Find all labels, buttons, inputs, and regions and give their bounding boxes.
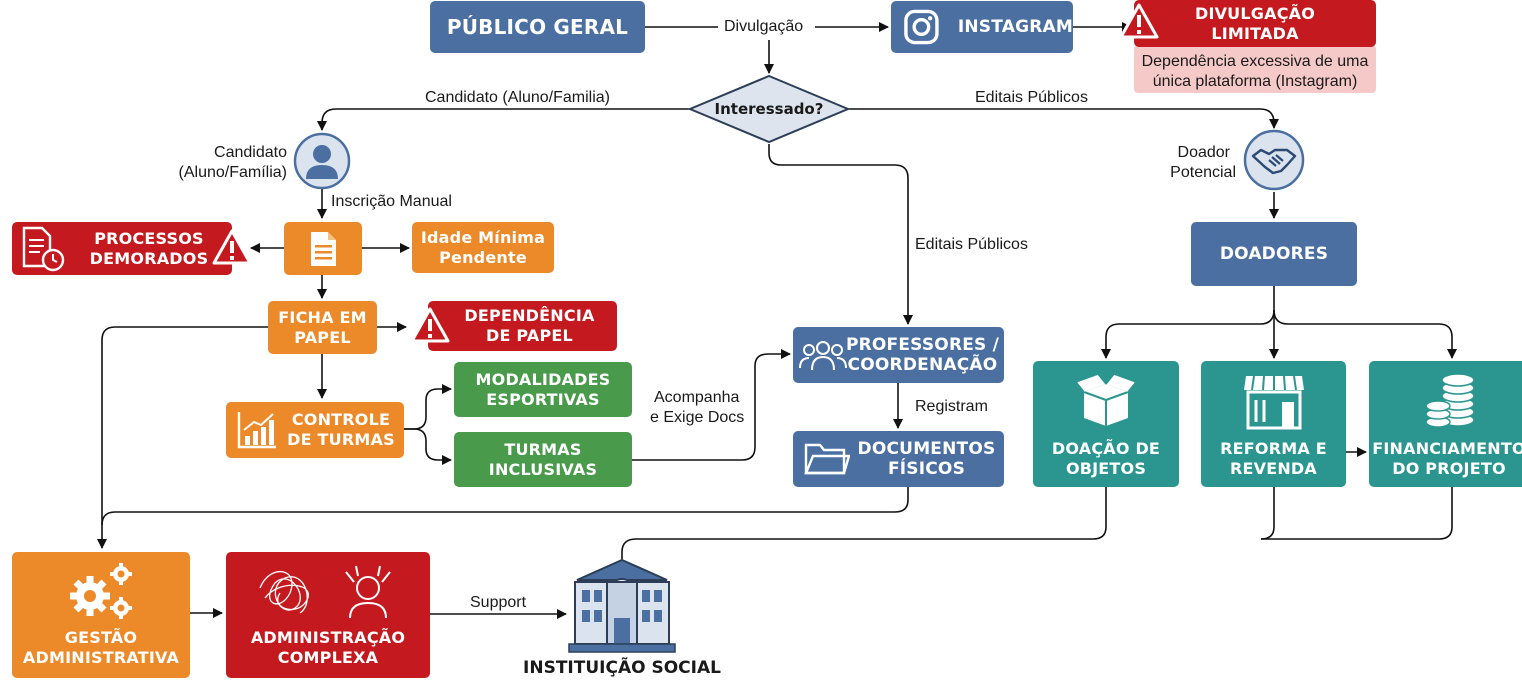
edge-label-candidato: Candidato (Aluno/Familia) <box>425 89 610 106</box>
edge-reforma-bottom <box>1260 487 1275 540</box>
gestao-line1: GESTÃO <box>64 628 138 647</box>
edge-ficha-gestao <box>97 326 268 549</box>
divulgacao-limitada-note <box>1134 45 1376 93</box>
edge-label-inscricao: Inscrição Manual <box>331 193 452 210</box>
ficha-em-papel-node[interactable]: FICHA EM PAPEL <box>268 301 377 354</box>
modalidades-line1: MODALIDADES <box>475 369 611 389</box>
interessado-diamond <box>687 74 851 144</box>
instagram-node[interactable]: INSTAGRAM <box>891 1 1073 53</box>
idade-minima-node[interactable]: Idade Mínima Pendente <box>412 222 554 273</box>
documentos-line1: DOCUMENTOS <box>857 439 996 459</box>
idade-minima-line1: Idade Mínima <box>420 227 546 247</box>
doador-label-2: Potencial <box>1170 164 1236 181</box>
gears-icon <box>70 563 132 619</box>
warning-icon <box>212 229 252 265</box>
edge-financiamento-bottom <box>1261 487 1453 540</box>
edge-interessado-doador <box>846 108 1279 129</box>
administracao-complexa-node[interactable]: ADMINISTRAÇÃO COMPLEXA <box>226 552 430 678</box>
document-icon <box>311 231 336 266</box>
reforma-line1: REFORMA E <box>1220 439 1327 458</box>
edge-label-editais-top: Editais Públicos <box>975 89 1088 106</box>
edge-doadores-doacao <box>1101 286 1275 359</box>
administracao-line1: ADMINISTRAÇÃO <box>250 628 406 647</box>
edge-label-support: Support <box>470 594 527 611</box>
administracao-line2: COMPLEXA <box>277 648 379 667</box>
box-icon <box>1074 373 1138 426</box>
ficha-line2: PAPEL <box>294 327 351 347</box>
inscricao-document-node[interactable] <box>284 222 362 275</box>
edge-interessado-professores <box>768 144 913 325</box>
coins-icon <box>1425 373 1475 428</box>
publico-geral-node[interactable]: PÚBLICO GERAL <box>430 1 645 53</box>
professores-line2: COORDENAÇÃO <box>847 355 998 375</box>
modalidades-esportivas-node[interactable]: MODALIDADES ESPORTIVAS <box>454 362 632 417</box>
interessado-label[interactable]: Interessado? <box>714 100 824 118</box>
edge-doadores-financiamento <box>1273 309 1457 359</box>
edge-donors-instituicao <box>621 487 1107 560</box>
warning-icon <box>1119 3 1159 39</box>
doacao-line1: DOAÇÃO DE <box>1051 439 1161 458</box>
ficha-line1: FICHA EM <box>278 307 367 327</box>
processos-demorados-node[interactable]: PROCESSOS DEMORADOS <box>12 222 232 275</box>
gestao-administrativa-node[interactable]: GESTÃO ADMINISTRATIVA <box>12 552 190 678</box>
idade-minima-line2: Pendente <box>439 247 527 267</box>
divulgacao-limitada-title-2: LIMITADA <box>1211 23 1299 43</box>
instagram-label: INSTAGRAM <box>957 17 1073 37</box>
dependencia-papel-node[interactable]: DEPENDÊNCIA DE PAPEL <box>428 301 617 351</box>
professores-line1: PROFESSORES / <box>845 335 1000 355</box>
documentos-line2: FÍSICOS <box>887 459 966 479</box>
edge-documentos-gestao <box>101 487 909 526</box>
warning-icon <box>410 307 450 343</box>
edge-controle-turmas <box>404 428 452 465</box>
processos-demorados-line2: DEMORADOS <box>89 248 209 268</box>
doadores-node[interactable]: DOADORES <box>1191 222 1357 286</box>
divulgacao-limitada-node[interactable]: DIVULGAÇÃO LIMITADA <box>1134 0 1376 47</box>
process-icon <box>22 226 65 272</box>
chaos-icon <box>259 565 391 619</box>
edge-interessado-candidato <box>317 108 692 131</box>
controle-line2: DE TURMAS <box>287 430 395 449</box>
dependencia-line1: DEPENDÊNCIA <box>464 306 595 325</box>
building-icon[interactable] <box>567 558 677 654</box>
processos-demorados-line1: PROCESSOS <box>94 228 204 248</box>
people-icon <box>799 341 847 371</box>
divulgacao-limitada-note-2: única plataforma (Instagram) <box>1152 73 1358 90</box>
doacao-line2: OBJETOS <box>1065 459 1147 478</box>
controle-turmas-node[interactable]: CONTROLE DE TURMAS <box>226 402 404 458</box>
handshake-icon[interactable] <box>1243 129 1305 191</box>
doador-label-1: Doador <box>1177 144 1230 161</box>
instituicao-social-label: INSTITUIÇÃO SOCIAL <box>523 658 721 678</box>
candidato-label-1: Candidato <box>214 144 287 161</box>
gestao-line2: ADMINISTRATIVA <box>22 648 180 667</box>
divulgacao-limitada-title-1: DIVULGAÇÃO <box>1194 3 1316 23</box>
turmas-line1: TURMAS <box>504 439 582 459</box>
edge-label-acompanha-1: Acompanha <box>654 389 740 406</box>
instagram-icon <box>904 9 939 45</box>
turmas-line2: INCLUSIVAS <box>488 459 598 479</box>
edge-label-editais-mid: Editais Públicos <box>915 236 1028 253</box>
divulgacao-limitada-note-1: Dependência excessiva de uma <box>1141 53 1369 70</box>
edge-label-divulgacao: Divulgação <box>724 18 804 35</box>
edge-label-registram: Registram <box>915 398 988 415</box>
edge-label-acompanha-2: e Exige Docs <box>650 409 745 426</box>
folder-icon <box>804 443 850 475</box>
chart-icon <box>237 412 276 449</box>
edge-turmas-professores <box>632 349 791 461</box>
financiamento-line1: FINANCIAMENTO <box>1372 439 1522 458</box>
reforma-line2: REVENDA <box>1229 459 1318 478</box>
documentos-fisicos-node[interactable]: DOCUMENTOS FÍSICOS <box>793 431 1004 487</box>
controle-line1: CONTROLE <box>291 410 391 429</box>
professores-coordenacao-node[interactable]: PROFESSORES / COORDENAÇÃO <box>793 327 1004 383</box>
modalidades-line2: ESPORTIVAS <box>486 389 600 409</box>
edge-controle-modalidades <box>404 384 452 430</box>
dependencia-line2: DE PAPEL <box>486 326 573 345</box>
financiamento-line2: DO PROJETO <box>1392 459 1506 478</box>
user-icon[interactable] <box>293 132 351 190</box>
store-icon <box>1244 375 1304 430</box>
candidato-label-2: (Aluno/Família) <box>178 164 287 181</box>
turmas-inclusivas-node[interactable]: TURMAS INCLUSIVAS <box>454 432 632 487</box>
